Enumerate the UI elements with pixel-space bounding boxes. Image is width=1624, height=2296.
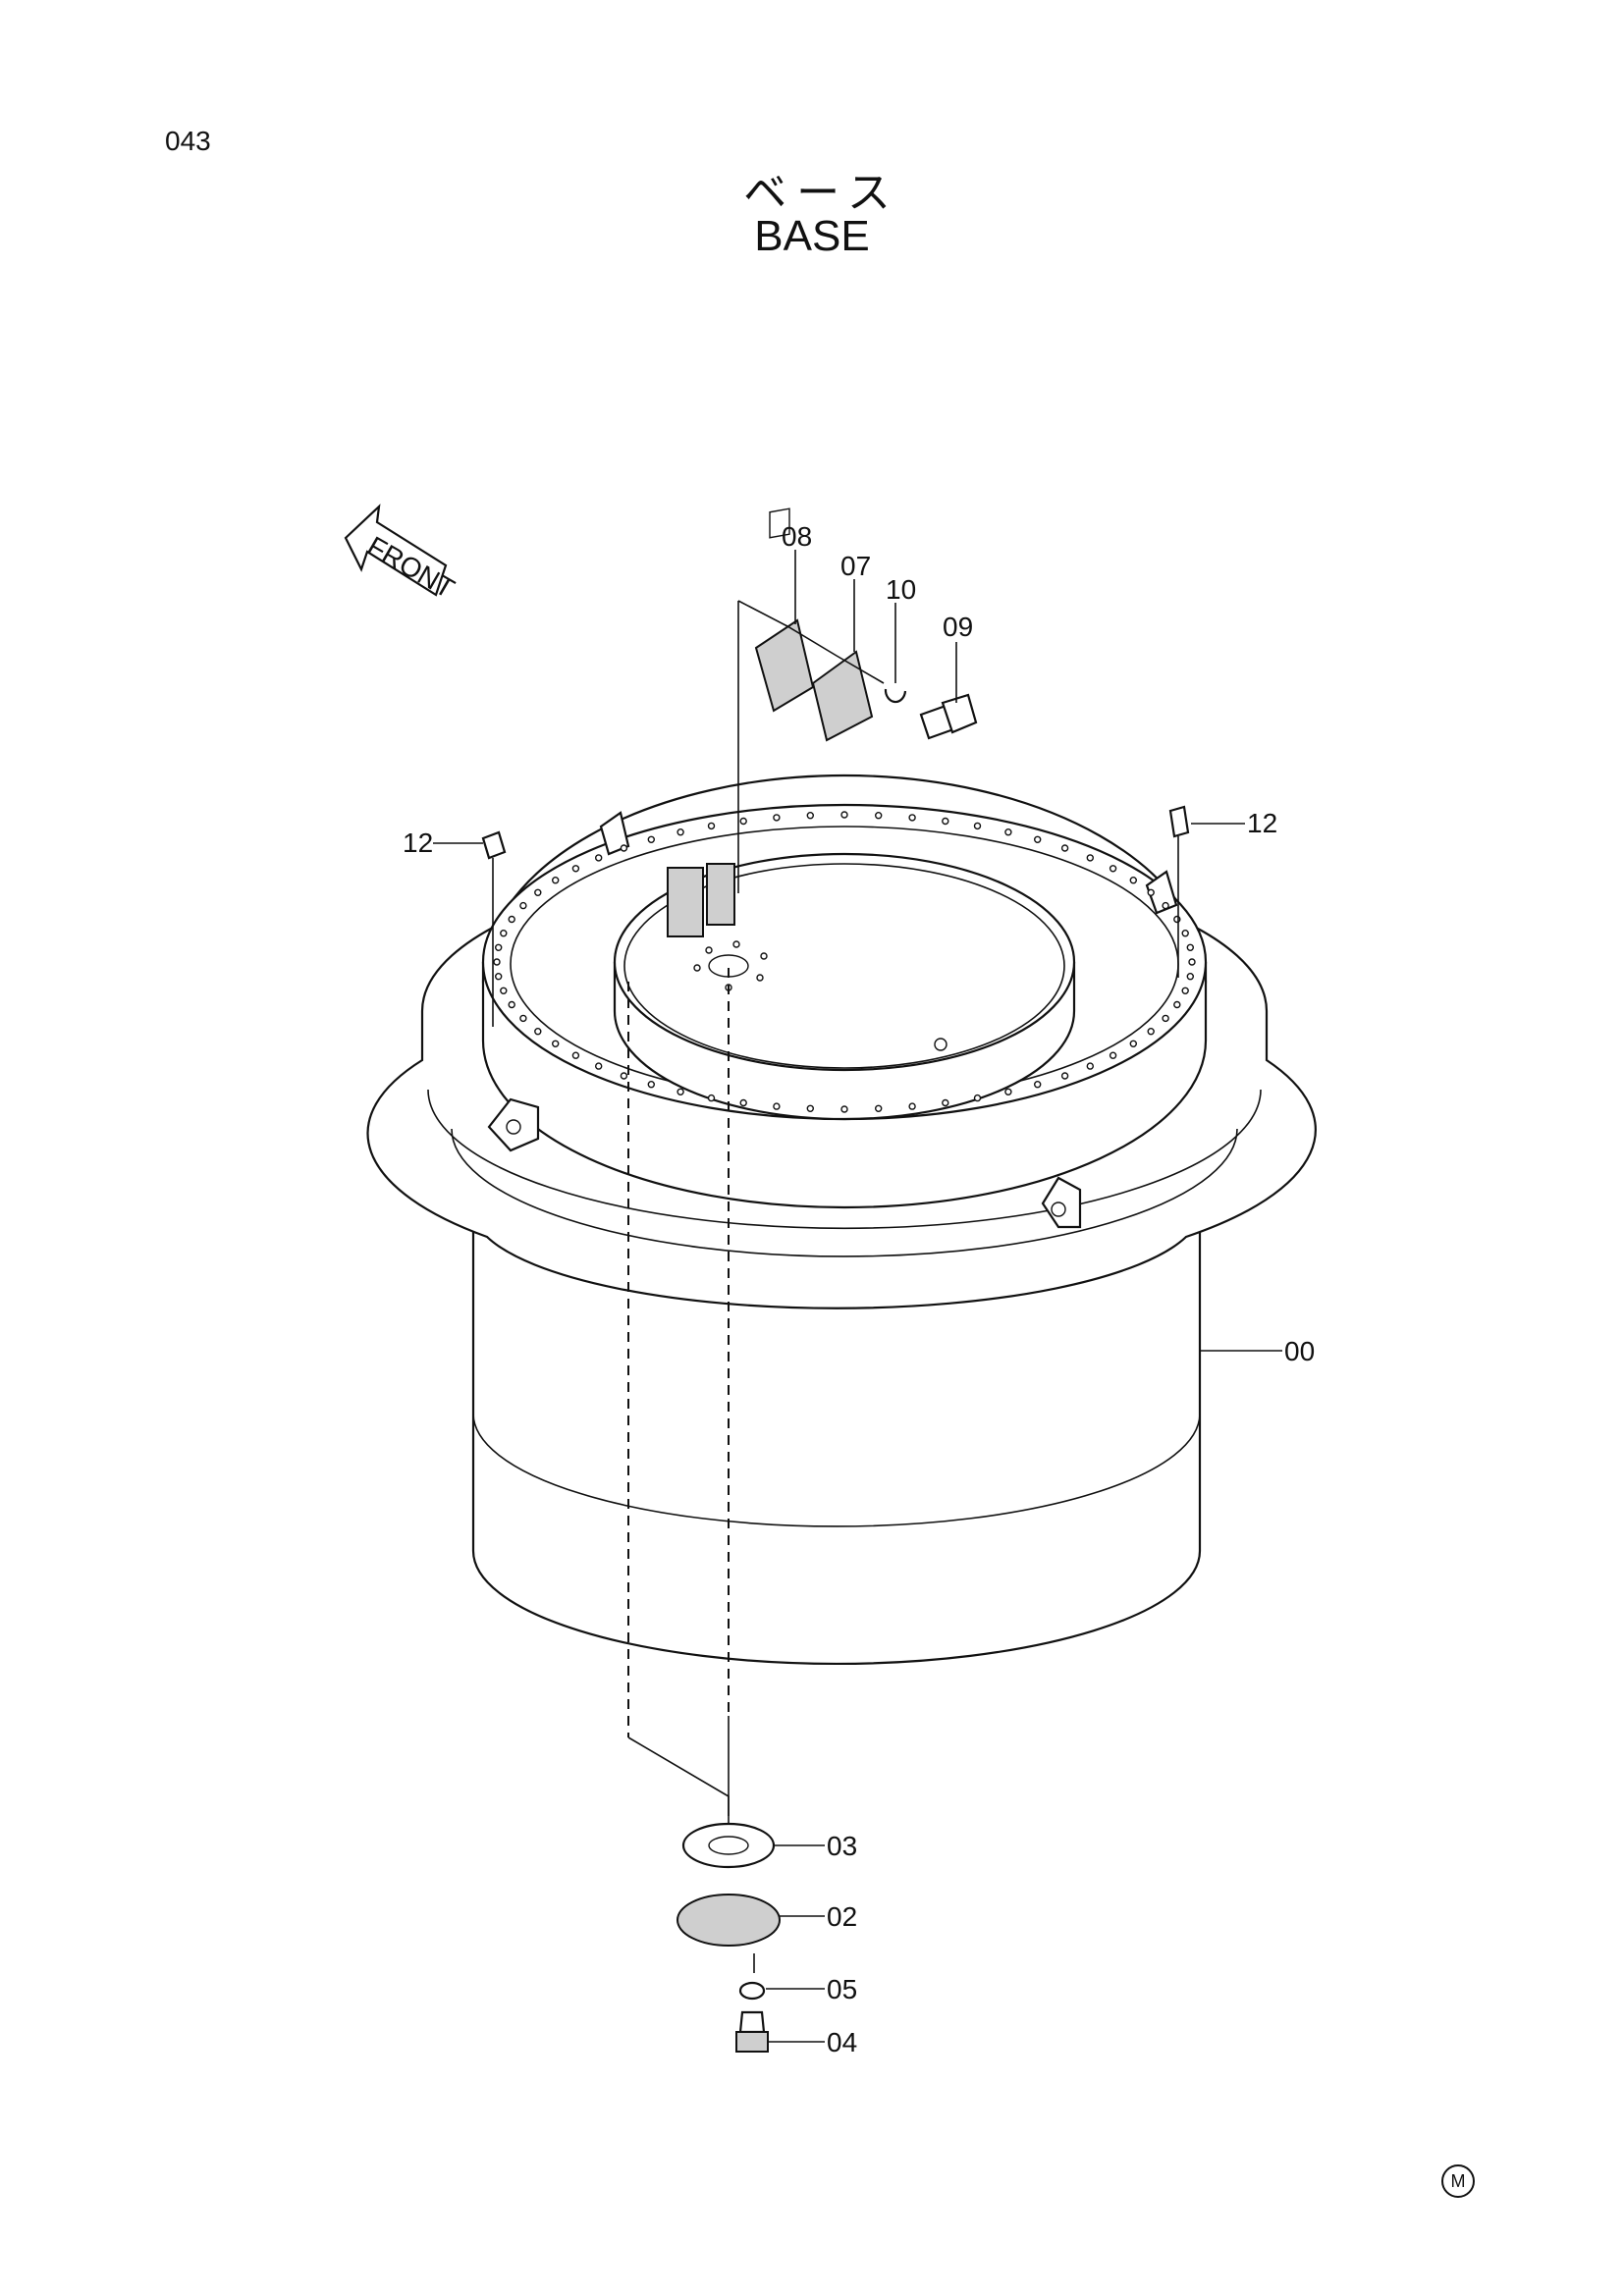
bolt-04 [738,2010,766,2034]
callout-09: 09 [943,612,973,642]
flange-hole [1004,828,1012,836]
washer-10 [884,688,907,704]
flange-hole [571,865,580,873]
flange-hole [773,1102,781,1110]
flange-hole [500,987,508,994]
flange-hole [1060,1072,1069,1080]
flange-hole [620,1072,628,1080]
flange-hole [806,812,814,820]
lower-parts [677,1822,781,2053]
flange-hole [519,901,527,910]
washer-05 [738,1981,766,2001]
flange-hole [1173,915,1181,924]
title-english: BASE [754,212,870,260]
flange-hole [908,1102,916,1110]
flange-hole [1186,943,1195,951]
flange-hole [571,1051,580,1059]
flange-hole [840,811,848,819]
flange-hole [1186,973,1195,981]
flange-hole [495,973,503,981]
flange-hole [500,930,508,937]
flange-hole [1162,1014,1169,1023]
page-number: 043 [165,126,211,156]
flange-hole [875,1104,883,1113]
callout-04: 04 [827,2027,857,2057]
flange-hole [1181,987,1189,994]
callout-00: 00 [1284,1336,1315,1366]
flange-hole [620,844,628,852]
flange-hole [875,812,883,820]
flange-hole [1004,1088,1012,1096]
flange-hole [1147,1027,1155,1036]
flange-hole [707,1094,716,1102]
flange-hole [1033,1080,1042,1089]
flange-hole [595,854,603,862]
flange-hole [1086,1062,1095,1070]
leader-lines [433,550,1282,2043]
flange-hole [677,1088,684,1096]
plate-08 [754,618,815,713]
callout-10: 10 [886,574,916,605]
flange-hole [495,943,503,951]
plate-07 [811,650,874,742]
title-japanese: ベース [743,169,900,217]
cover-02 [677,1894,781,1947]
flange-hole [493,958,501,966]
flange-hole [739,1098,747,1107]
flange-hole [677,828,684,836]
bolt-09 [941,693,978,734]
callout-labels: 08 07 10 09 12 12 00 03 02 05 04 [403,521,1315,2057]
flange-hole [1188,958,1196,966]
flange-hole [595,1062,603,1070]
flange-hole [552,877,560,884]
flange-hole [508,1000,515,1009]
flange-hole [973,822,982,830]
callout-07: 07 [840,551,871,581]
flange-hole [1060,844,1069,852]
flange-hole [1109,865,1117,873]
flange-hole [1129,1040,1138,1048]
flange-hole [739,817,747,826]
plug-12-left [481,830,507,860]
front-arrow: FRONT [344,504,460,604]
callout-12-left: 12 [403,828,433,858]
flange-hole [647,835,655,843]
callout-12-right: 12 [1247,808,1277,838]
callout-03: 03 [827,1831,857,1861]
flange-hole [1162,901,1169,910]
callout-02: 02 [827,1901,857,1932]
flange-hole [534,888,542,896]
flange-bolt-holes [493,811,1196,1113]
flange-hole [1086,854,1095,862]
callout-08: 08 [782,521,812,552]
flange-hole [942,1098,949,1107]
flange-hole [1129,877,1138,884]
flange-hole [508,915,515,924]
base-body [366,774,1317,1666]
flange-hole [647,1080,655,1089]
callout-05: 05 [827,1974,857,2004]
flange-hole [1109,1051,1117,1059]
flange-hole [973,1094,982,1102]
flange-hole [840,1105,848,1113]
upper-parts [481,507,1190,1027]
flange-hole [942,817,949,826]
flange-hole [1033,835,1042,843]
plug-12-right [1168,805,1190,838]
flange-hole [908,814,916,822]
flange-hole [1181,930,1189,937]
flange-hole [1147,888,1155,896]
flange-hole [806,1104,814,1113]
flange-hole [552,1040,560,1048]
flange-hole [773,814,781,822]
footer-mark: M [1441,2164,1475,2198]
flange-hole [519,1014,527,1023]
flange-hole [707,822,716,830]
flange-hole [1173,1000,1181,1009]
flange-hole [534,1027,542,1036]
